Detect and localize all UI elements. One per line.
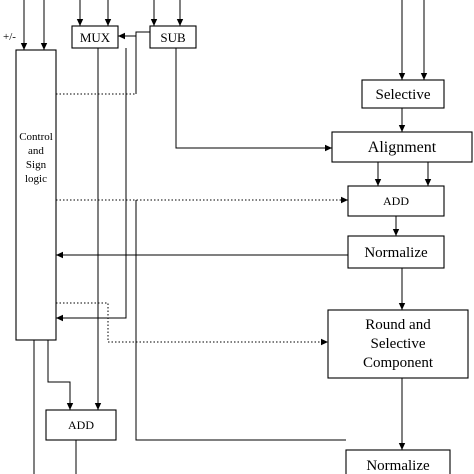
mux-label: MUX — [80, 30, 111, 45]
normalize-mid-block — [347, 235, 445, 269]
round-label-3: Component — [363, 355, 434, 371]
normalize-bottom-block — [345, 449, 451, 474]
add-left-label: ADD — [68, 418, 94, 432]
mux-block — [71, 25, 119, 49]
wire-control-return — [56, 200, 127, 322]
control-label-2: and — [28, 145, 44, 157]
round-selective-component-block — [327, 309, 469, 379]
round-label-2: Selective — [371, 336, 426, 352]
sub-block — [149, 25, 197, 49]
control-sign-logic-block — [15, 49, 57, 341]
add-right-label: ADD — [383, 194, 409, 208]
sign-input-label: +/- — [3, 31, 16, 43]
control-label-3: Sign — [26, 159, 47, 171]
control-signals — [56, 93, 348, 346]
control-label-4: logic — [25, 173, 47, 185]
wire-control-to-add — [47, 340, 74, 410]
add-left-block — [45, 409, 117, 441]
wire-round-feedback — [135, 200, 346, 441]
normalize-mid-label: Normalize — [364, 245, 428, 261]
selective-block — [361, 79, 445, 109]
alignment-label: Alignment — [368, 139, 437, 156]
ctrl-to-round — [56, 302, 328, 346]
alignment-block — [331, 131, 473, 163]
wire-sub-to-alignment — [175, 48, 332, 152]
wires — [20, 0, 432, 474]
normalize-bottom-label: Normalize — [366, 458, 430, 474]
add-right-block — [347, 185, 445, 217]
selective-label: Selective — [376, 87, 431, 103]
round-label-1: Round and — [365, 317, 431, 333]
sub-label: SUB — [160, 30, 186, 45]
control-label-1: Control — [19, 131, 53, 143]
wire-sub-to-mux — [118, 31, 150, 40]
